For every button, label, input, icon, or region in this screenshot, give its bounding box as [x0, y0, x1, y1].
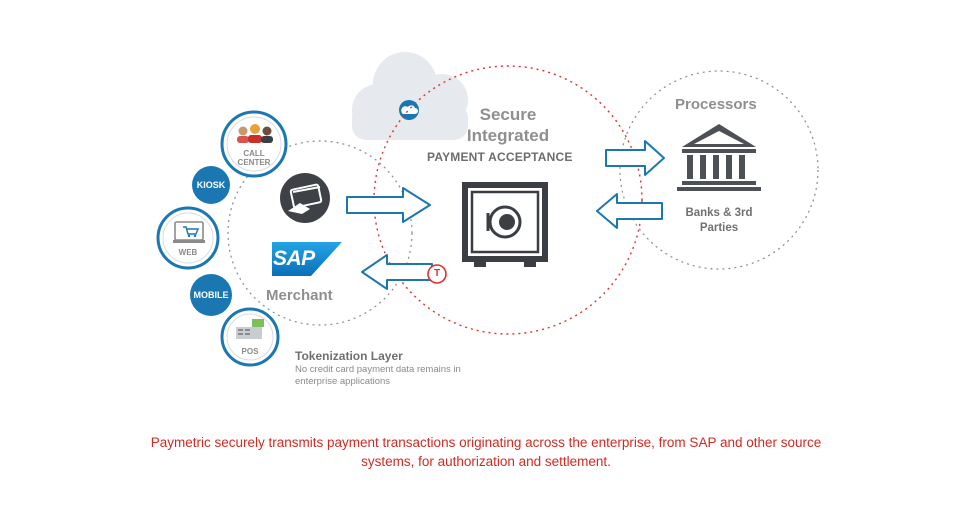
pos-register-icon — [236, 319, 264, 339]
channel-call-center — [220, 110, 288, 178]
agent-icon-right — [262, 126, 272, 136]
token-badge-icon — [427, 264, 447, 284]
web-label: WEB — [178, 248, 198, 257]
channel-web — [156, 206, 220, 270]
tokenization-layer-description: No credit card payment data remains in e… — [295, 364, 461, 387]
kiosk-label: KIOSK — [196, 180, 226, 190]
mobile-label: MOBILE — [193, 290, 229, 300]
arrow-processors-to-secure — [596, 193, 663, 229]
tokenization-layer-title: Tokenization Layer — [295, 349, 403, 363]
pos-label: POS — [241, 347, 259, 356]
channel-kiosk — [192, 166, 230, 204]
secure-integrated-title: Secure Integrated — [466, 105, 550, 145]
web-cart-icon — [173, 221, 205, 243]
call-center-label: CALL CENTER — [237, 149, 271, 167]
cloud-shape — [352, 52, 468, 140]
sap-logo — [272, 242, 342, 276]
merchant-label: Merchant — [266, 287, 333, 304]
agent-icon-left — [238, 126, 248, 136]
payment-acceptance-label: PAYMENT ACCEPTANCE — [427, 150, 573, 164]
card-payment-icon — [280, 173, 330, 223]
processors-title: Processors — [675, 96, 757, 113]
processors-boundary-circle — [619, 70, 819, 270]
token-badge-letter: T — [433, 268, 441, 279]
cloud-icon — [399, 100, 419, 120]
bank-icon — [677, 124, 761, 191]
channel-mobile — [190, 274, 232, 316]
arrow-secure-to-processors — [605, 140, 665, 176]
diagram-caption: Paymetric securely transmits payment tra… — [150, 435, 822, 469]
banks-third-parties-label: Banks & 3rd Parties — [685, 207, 753, 234]
arrow-secure-to-merchant — [361, 254, 433, 290]
channel-pos — [220, 307, 280, 367]
merchant-boundary-circle — [227, 140, 413, 326]
sap-logo-text: SAP — [273, 247, 315, 270]
arrow-merchant-to-secure — [346, 187, 431, 223]
safe-icon — [462, 182, 548, 267]
agent-icon-center — [250, 124, 260, 134]
